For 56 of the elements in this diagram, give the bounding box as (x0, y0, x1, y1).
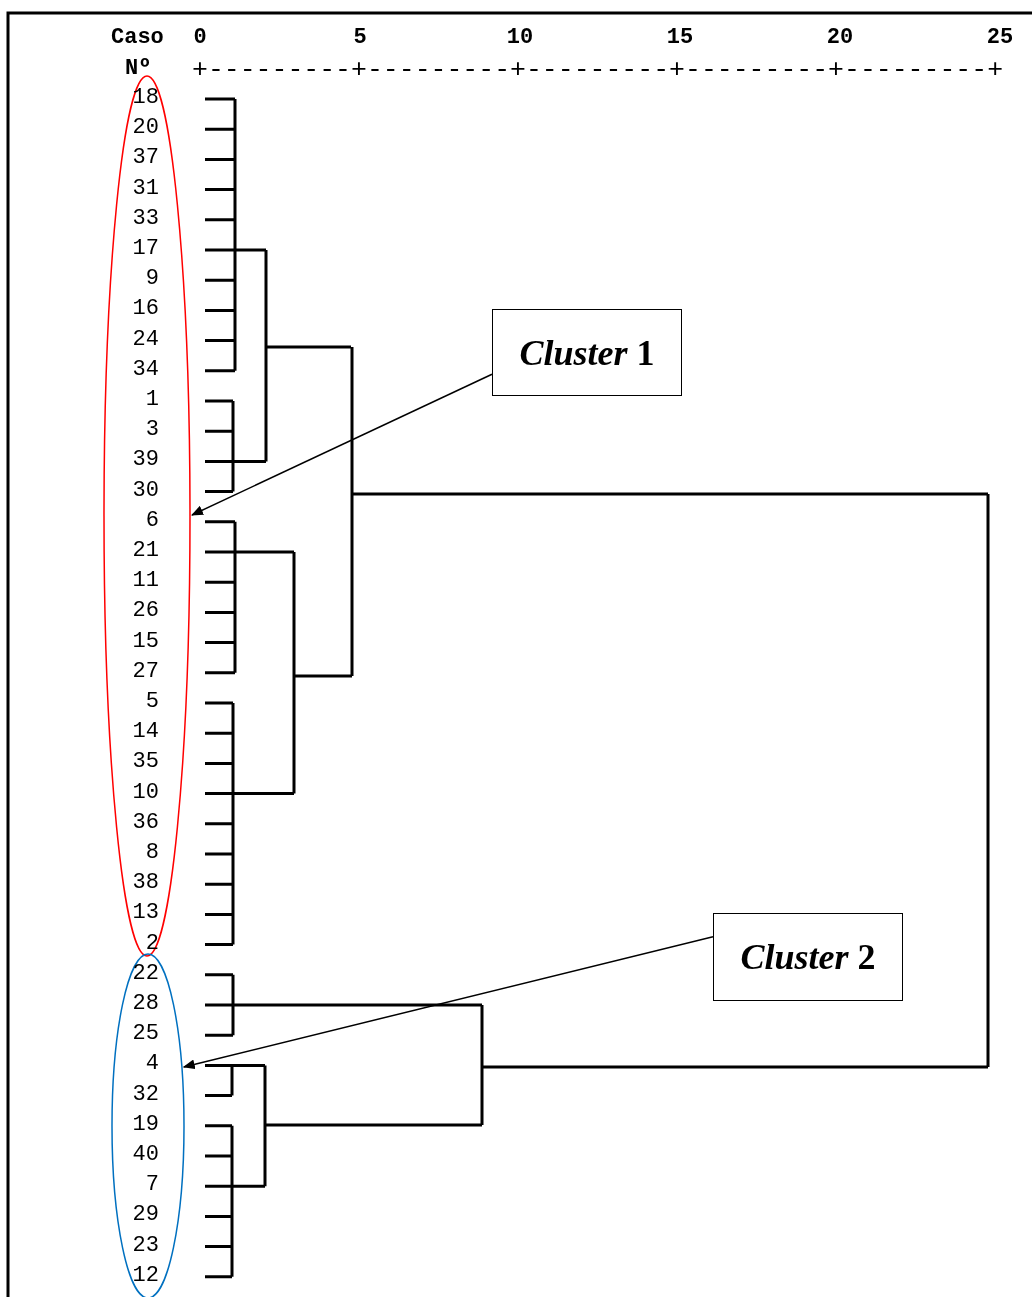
case-number: 23 (132, 1234, 159, 1257)
case-number: 33 (132, 207, 159, 230)
case-number: 31 (132, 177, 159, 200)
callout-box (492, 309, 682, 396)
callout-box (713, 913, 903, 1001)
case-number: 4 (145, 1053, 159, 1076)
case-number: 7 (145, 1174, 159, 1197)
arrow (191, 373, 493, 516)
case-number: 18 (132, 87, 159, 109)
cluster-ellipse (103, 75, 191, 957)
case-number: 13 (132, 902, 159, 925)
case-number: 19 (132, 1113, 159, 1136)
case-number: 16 (132, 298, 159, 321)
case-number: 30 (132, 479, 159, 502)
case-number: 5 (145, 691, 159, 713)
axis-tick-label: 5 (353, 27, 367, 49)
case-number: 20 (132, 117, 159, 140)
case-number: 6 (145, 509, 159, 532)
case-number: 39 (132, 449, 159, 472)
case-number: 8 (145, 842, 159, 864)
case-number: 36 (132, 811, 159, 834)
case-number: 22 (132, 962, 159, 985)
case-number: 21 (132, 540, 159, 562)
axis-tick-label: 0 (193, 27, 207, 49)
case-number: 25 (132, 1023, 159, 1046)
case-number: 34 (132, 358, 159, 381)
case-number: 11 (132, 570, 159, 593)
callout-label: Cluster 1 (519, 331, 655, 374)
case-number: 12 (132, 1264, 159, 1287)
column-header: Caso (111, 27, 164, 49)
callout-label: Cluster 2 (740, 936, 876, 978)
axis-tick-label: 10 (506, 27, 534, 49)
case-number: 38 (132, 872, 159, 895)
case-number: 2 (145, 932, 159, 955)
case-number: 3 (145, 419, 159, 442)
case-number: 17 (132, 238, 159, 260)
axis-scale: +---------+---------+---------+---------+---------+ (192, 57, 1004, 84)
case-number: 29 (132, 1204, 159, 1227)
case-number: 35 (132, 751, 159, 774)
axis-tick-label: 15 (666, 27, 694, 49)
case-number: 32 (132, 1083, 159, 1106)
case-number: 24 (132, 328, 159, 351)
case-number: 37 (132, 147, 159, 170)
column-header: Nº (125, 58, 152, 80)
case-number: 28 (132, 993, 159, 1015)
axis-tick-label: 25 (986, 27, 1014, 49)
case-number: 1 (145, 389, 159, 411)
case-number: 10 (132, 781, 159, 804)
case-number: 40 (132, 1144, 159, 1166)
case-number: 14 (132, 721, 159, 744)
case-number: 15 (132, 630, 159, 653)
case-number: 9 (145, 268, 159, 291)
case-number: 27 (132, 660, 159, 683)
arrow (182, 936, 714, 1070)
case-number: 26 (132, 600, 159, 623)
axis-tick-label: 20 (826, 27, 854, 49)
